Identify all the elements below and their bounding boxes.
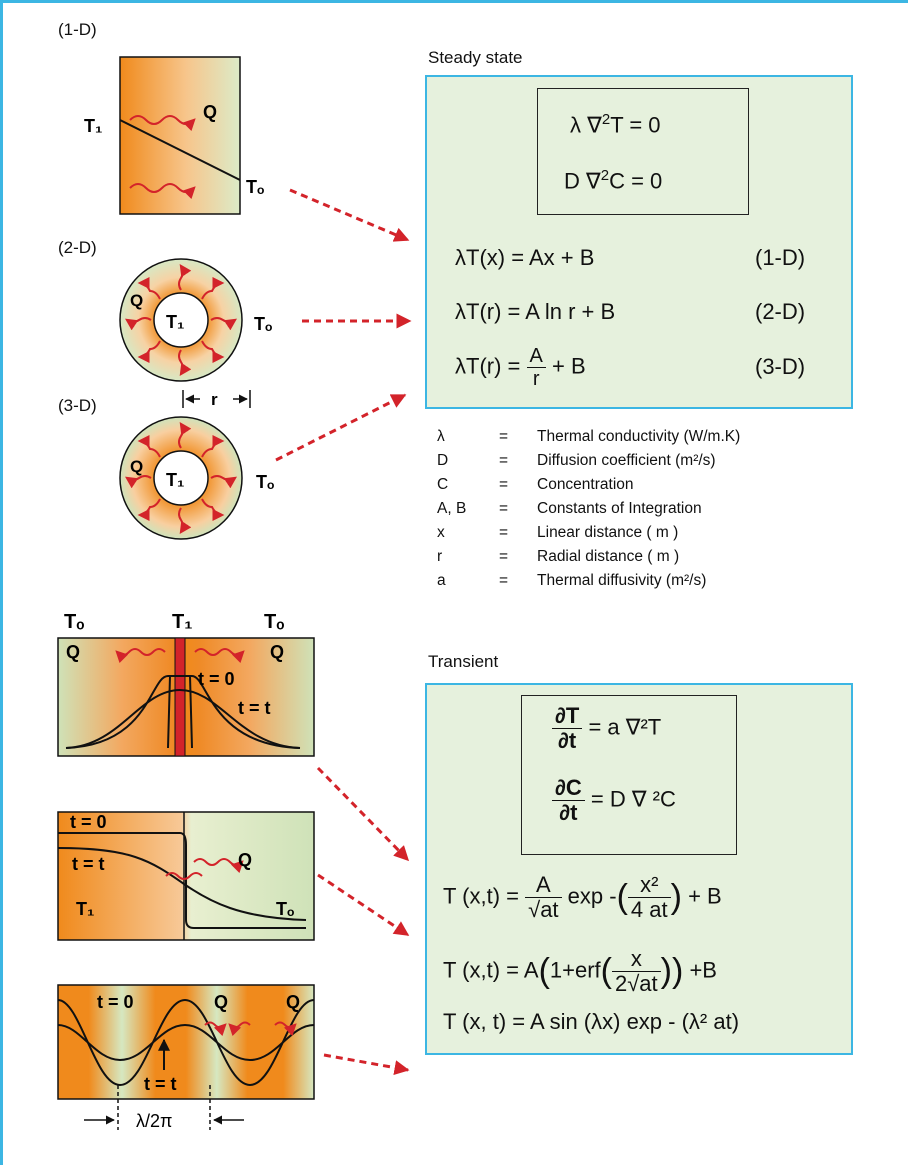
gauss-t0-label: t = 0: [198, 669, 235, 689]
ring2d-T1-label: T₁: [166, 312, 184, 332]
arrow-gauss-to-transient: [318, 768, 408, 860]
transient-step-diagram: t = 0 t = t T₁ Q Tₒ: [58, 812, 314, 940]
sphere-To-label: Tₒ: [256, 472, 274, 492]
slab-T1-label: T₁: [84, 116, 102, 136]
radius-label: r: [211, 390, 218, 409]
wave-Q-right: Q: [286, 992, 300, 1012]
gauss-tt-label: t = t: [238, 698, 271, 718]
radius-marker: r: [183, 390, 250, 409]
gauss-To-left: Tₒ: [64, 611, 84, 633]
gauss-To-right: Tₒ: [264, 611, 284, 633]
arrow-1d-to-steady: [290, 190, 408, 240]
wave-period-label: λ/2π: [136, 1111, 172, 1131]
step-To-label: Tₒ: [276, 899, 294, 919]
step-tt-label: t = t: [72, 854, 105, 874]
slab-Q-label: Q: [203, 102, 217, 122]
step-T1-label: T₁: [76, 899, 94, 919]
arrow-3d-to-steady: [276, 395, 405, 460]
gauss-T1-top: T₁: [172, 611, 193, 633]
transient-wave-diagram: t = 0 Q Q t = t λ/2π: [58, 985, 314, 1131]
slab-1d-diagram: T₁ Q Tₒ: [84, 57, 264, 214]
sphere-3d-diagram: T₁ Q Tₒ: [120, 417, 274, 539]
wave-Q-mid: Q: [214, 992, 228, 1012]
arrow-step-to-transient: [318, 875, 408, 935]
sphere-T1-label: T₁: [166, 470, 184, 490]
ring2d-Q-label: Q: [130, 291, 143, 310]
ring2d-To-label: Tₒ: [254, 314, 272, 334]
step-Q-label: Q: [238, 850, 252, 870]
wave-t0-label: t = 0: [97, 992, 134, 1012]
gauss-Q-right: Q: [270, 642, 284, 662]
slab-To-label: Tₒ: [246, 177, 264, 197]
step-t0-label: t = 0: [70, 812, 107, 832]
arrow-wave-to-transient: [324, 1055, 408, 1070]
wave-tt-label: t = t: [144, 1074, 177, 1094]
sphere-Q-label: Q: [130, 457, 143, 476]
transient-gaussian-diagram: Tₒ T₁ Tₒ Q Q t = 0 t = t: [58, 611, 314, 756]
gauss-Q-left: Q: [66, 642, 80, 662]
cylinder-2d-diagram: T₁ Q Tₒ: [120, 259, 272, 381]
